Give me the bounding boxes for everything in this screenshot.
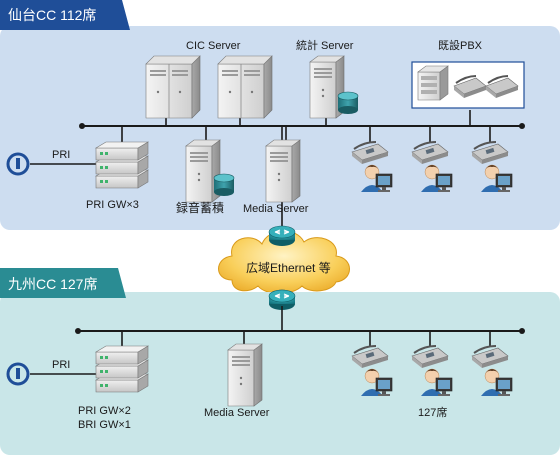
kyushu-pri-label: PRI — [52, 359, 70, 371]
sendai-media-server-label: Media Server — [243, 203, 309, 215]
wan-router-top — [268, 225, 296, 247]
cic-server-label: CIC Server — [186, 40, 241, 52]
sendai-header-tab — [0, 0, 130, 30]
kyushu-pri-gw-label: PRI GW×2 — [78, 405, 131, 417]
kyushu-panel — [0, 292, 560, 455]
stats-server-label: 統計 Server — [296, 38, 354, 52]
cic-server-2 — [217, 55, 273, 119]
pbx-cabinet-icon — [417, 65, 449, 101]
sendai-pri-gw-label: PRI GW×3 — [86, 199, 139, 211]
sendai-title: 仙台CC 112席 — [8, 7, 96, 23]
sendai-media-server — [265, 139, 301, 203]
recording-db-icon — [213, 173, 235, 197]
sendai-pri-gw-stack — [95, 141, 149, 189]
kyushu-media-server-label: Media Server — [204, 407, 270, 419]
kyushu-seats-label: 127席 — [418, 405, 447, 419]
pbx-label: 既設PBX — [438, 38, 483, 52]
cic-server-1 — [145, 55, 201, 119]
sendai-pri-label: PRI — [52, 149, 70, 161]
kyushu-gw-stack — [95, 345, 149, 393]
stats-db-icon — [337, 91, 359, 115]
lan-end-right — [519, 123, 525, 129]
kyushu-media-server — [227, 343, 263, 407]
recording-label: 録音蓄積 — [176, 200, 224, 215]
lan-end-left — [79, 123, 85, 129]
kyushu-header-tab — [0, 268, 126, 298]
wan-label: 広域Ethernet 等 — [246, 261, 331, 275]
kyushu-bri-gw-label: BRI GW×1 — [78, 419, 131, 431]
kyushu-title: 九州CC 127席 — [8, 276, 97, 292]
